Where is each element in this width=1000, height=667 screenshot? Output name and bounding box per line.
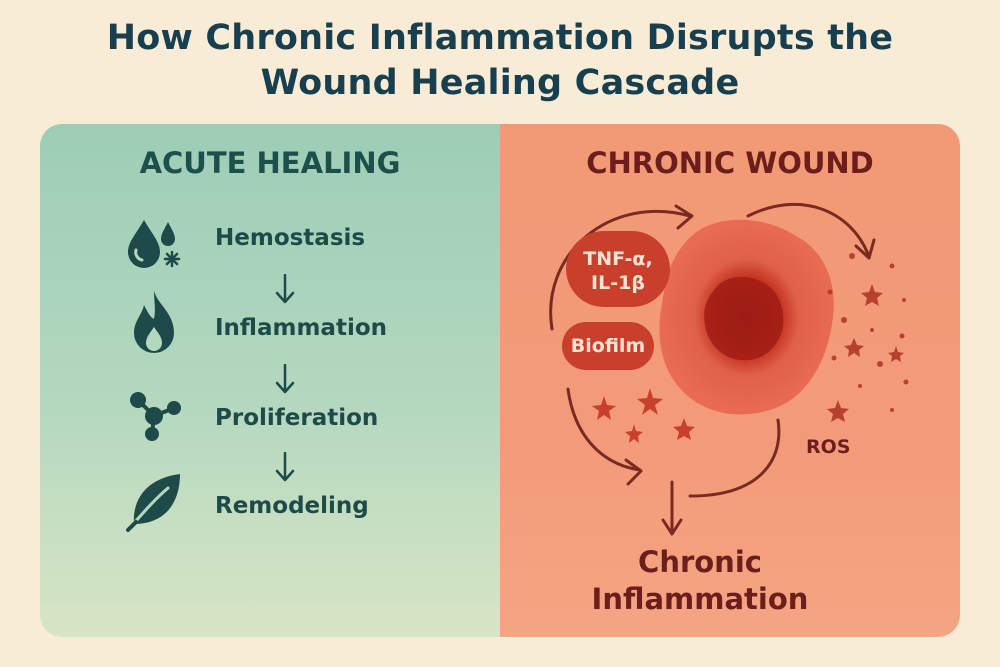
- down-arrow-icon: [275, 364, 295, 394]
- step-remodeling: Remodeling: [215, 493, 369, 519]
- ros-particle-icon: [870, 328, 874, 332]
- drops-icon: [128, 220, 181, 268]
- chronic-wound-panel: CHRONIC WOUND: [500, 124, 960, 637]
- title-line-2: Wound Healing Cascade: [260, 63, 740, 103]
- bacteria-icon: [673, 418, 695, 440]
- bacteria-icon: [637, 388, 663, 415]
- cytokines-pill: TNF-α, IL-1β: [566, 231, 670, 307]
- acute-healing-panel: ACUTE HEALING Hemostasis Inflammation: [40, 124, 500, 637]
- ros-particle-icon: [841, 317, 847, 323]
- ros-star-icon: [827, 400, 849, 422]
- ros-star-icon: [844, 338, 864, 357]
- bacteria-icon: [625, 424, 643, 443]
- chronic-cycle-diagram: [549, 202, 909, 536]
- ros-particle-icon: [827, 289, 833, 295]
- ros-particle-icon: [889, 263, 895, 269]
- ros-particle-icon: [890, 408, 894, 412]
- ros-particle-icon: [903, 379, 909, 385]
- title-line-1: How Chronic Inflammation Disrupts the: [106, 18, 894, 58]
- outcome-label: Chronic Inflammation: [560, 544, 840, 618]
- ros-particle-icon: [858, 384, 862, 388]
- outcome-line-2: Inflammation: [591, 582, 809, 616]
- ros-particle-icon: [831, 355, 837, 361]
- leaf-icon: [126, 474, 180, 532]
- outcome-line-1: Chronic: [638, 545, 762, 579]
- cytokines-line-1: TNF-α,: [583, 248, 653, 270]
- step-hemostasis: Hemostasis: [215, 225, 366, 251]
- acute-heading: ACUTE HEALING: [139, 146, 401, 180]
- down-arrow-icon: [275, 452, 295, 482]
- ros-particle-icon: [902, 298, 906, 302]
- chronic-heading: CHRONIC WOUND: [586, 146, 874, 180]
- ros-particle-icon: [849, 253, 855, 259]
- ros-label: ROS: [806, 436, 851, 458]
- page-title: How Chronic Inflammation Disrupts the Wo…: [0, 16, 1000, 106]
- cytokines-line-2: IL-1β: [591, 272, 645, 294]
- bacteria-icon: [592, 396, 616, 420]
- cycle-arrow-bottom-right: [688, 418, 781, 498]
- down-arrow-icon: [275, 274, 295, 304]
- cycle-arrow-bottom-left: [566, 387, 642, 472]
- molecule-icon: [130, 392, 181, 441]
- biofilm-pill: Biofilm: [562, 322, 654, 370]
- flame-icon: [134, 291, 174, 353]
- ros-star-icon: [861, 284, 883, 306]
- ros-particle-icon: [899, 333, 905, 339]
- ros-star-icon: [888, 346, 904, 362]
- cycle-arrow-top-right: [746, 202, 870, 256]
- step-proliferation: Proliferation: [215, 405, 379, 431]
- step-inflammation: Inflammation: [215, 315, 388, 341]
- ros-particle-icon: [877, 361, 883, 367]
